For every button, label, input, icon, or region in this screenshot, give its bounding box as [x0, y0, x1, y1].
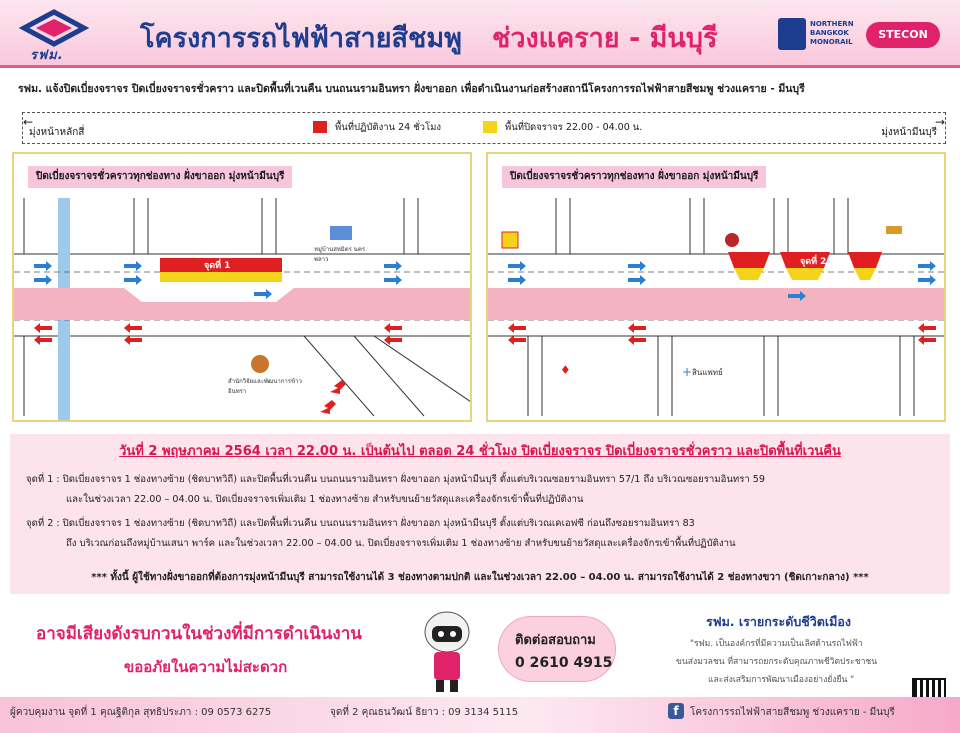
facebook-page-link[interactable]: โครงการรถไฟฟ้าสายสีชมพู ช่วงแคราย - มีนบ…: [690, 707, 895, 718]
contact-box: ติดต่อสอบถาม 0 2610 4915: [498, 616, 616, 682]
svg-text:+: +: [682, 365, 692, 379]
poi-village-label: หมู่บ้านสหมิตร นครพลาว: [314, 246, 366, 263]
map-panel-point-2: ♦ + ปิดเบี่ยงจราจรชั่วคราวทุกช่องทาง ฝั่…: [486, 152, 946, 422]
facebook-icon[interactable]: f: [668, 703, 684, 719]
point-1-line-1: จุดที่ 1 : ปิดเบี่ยงจราจร 1 ช่องทางซ้าย …: [26, 474, 766, 485]
legend-red-swatch: [313, 121, 327, 133]
quote-line-2: ขนส่งมวลชน ที่สามารถยกระดับคุณภาพชีวิตปร…: [676, 657, 878, 667]
point-2-line-2: ถึง บริเวณก่อนถึงหมู่บ้านเสนา พาร์ค และใ…: [66, 538, 736, 549]
zone-label-point-2: จุดที่ 2: [800, 257, 827, 267]
noise-warning: อาจมีเสียงดังรบกวนในช่วงที่มีการดำเนินงา…: [36, 624, 362, 644]
point-2-line-1: จุดที่ 2 : ปิดเบี่ยงจราจร 1 ช่องทางซ้าย …: [26, 518, 695, 529]
panel-title-point-2: ปิดเบี่ยงจราจรชั่วคราวทุกช่องทาง ฝั่งขาอ…: [502, 166, 767, 188]
panel-title-point-1: ปิดเบี่ยงจราจรชั่วคราวทุกช่องทาง ฝั่งขาอ…: [28, 166, 293, 188]
mrta-logo-text: รฟม.: [30, 48, 64, 63]
mrta-logo-icon: [18, 9, 90, 47]
closure-info-block: วันที่ 2 พฤษภาคม 2564 เวลา 22.00 น. เป็น…: [10, 434, 950, 594]
legend-yellow-label: พื้นที่ปิดจราจร 22.00 - 04.00 น.: [505, 122, 643, 133]
map-panel-point-1: ปิดเบี่ยงจราจรชั่วคราวทุกช่องทาง ฝั่งขาอ…: [12, 152, 472, 422]
quote-line-1: "รฟม. เป็นองค์กรที่มีความเป็นเลิศด้านรถไ…: [690, 639, 863, 649]
page-title: โครงการรถไฟฟ้าสายสีชมพู: [140, 23, 462, 54]
apology-text: ขออภัยในความไม่สะดวก: [124, 658, 288, 676]
zone-label-point-1: จุดที่ 1: [204, 261, 231, 271]
footer-bar: ผู้ควบคุมงาน จุดที่ 1 คุณฐิติกุล สุทธิปร…: [0, 697, 960, 733]
intro-text: รฟม. แจ้งปิดเบี่ยงจราจร ปิดเบี่ยงจราจรชั…: [18, 83, 805, 95]
supervisor-point-2: จุดที่ 2 คุณธนวัฒน์ ธิยาว : 09 3134 5115: [330, 707, 519, 718]
svg-text:♦: ♦: [560, 363, 571, 377]
page-subtitle: ช่วงแคราย - มีนบุรี: [492, 23, 718, 54]
direction-left-label: มุ่งหน้าหลักสี่: [29, 127, 85, 138]
info-note: *** ทั้งนี้ ผู้ใช้ทางฝั่งขาออกที่ต้องการ…: [91, 572, 869, 583]
stecon-logo: STECON: [866, 22, 940, 48]
mascot-icon: [424, 611, 470, 692]
map-point-1-graphic: [14, 198, 470, 420]
point-1-line-2: และในช่วงเวลา 22.00 – 04.00 น. ปิดเบี่ยง…: [66, 494, 584, 505]
arrow-left-icon: ←: [23, 115, 34, 129]
quote-line-3: และส่งเสริมการพัฒนาเมืองอย่างยั่งยืน ": [708, 675, 855, 685]
legend-red-label: พื้นที่ปฏิบัติงาน 24 ชั่วโมง: [335, 122, 442, 133]
supervisor-point-1: ผู้ควบคุมงาน จุดที่ 1 คุณฐิติกุล สุทธิปร…: [10, 707, 272, 718]
poi-hospital-label: สินแพทย์: [692, 368, 723, 377]
map-point-2-graphic: ♦ +: [488, 198, 944, 416]
northern-bangkok-monorail-logo-icon: [778, 18, 806, 50]
info-headline: วันที่ 2 พฤษภาคม 2564 เวลา 22.00 น. เป็น…: [119, 444, 841, 459]
direction-right-label: มุ่งหน้ามีนบุรี: [881, 127, 937, 138]
legend-yellow-swatch: [483, 121, 497, 133]
header-banner: รฟม. โครงการรถไฟฟ้าสายสีชมพู ช่วงแคราย -…: [0, 0, 960, 68]
partner-logo-text: NORTHERN BANGKOK MONORAIL: [810, 20, 854, 46]
direction-legend-bar: ← มุ่งหน้าหลักสี่ พื้นที่ปฏิบัติงาน 24 ช…: [22, 112, 946, 144]
slogan: รฟม. เรายกระดับชีวิตเมือง: [706, 614, 852, 629]
contact-label: ติดต่อสอบถาม: [515, 633, 596, 648]
poi-rice-office-label: สำนักวิจัยและพัฒนาการข้าวอินทรา: [228, 378, 302, 395]
contact-phone[interactable]: 0 2610 4915: [515, 655, 613, 671]
arrow-right-icon: →: [934, 115, 945, 129]
